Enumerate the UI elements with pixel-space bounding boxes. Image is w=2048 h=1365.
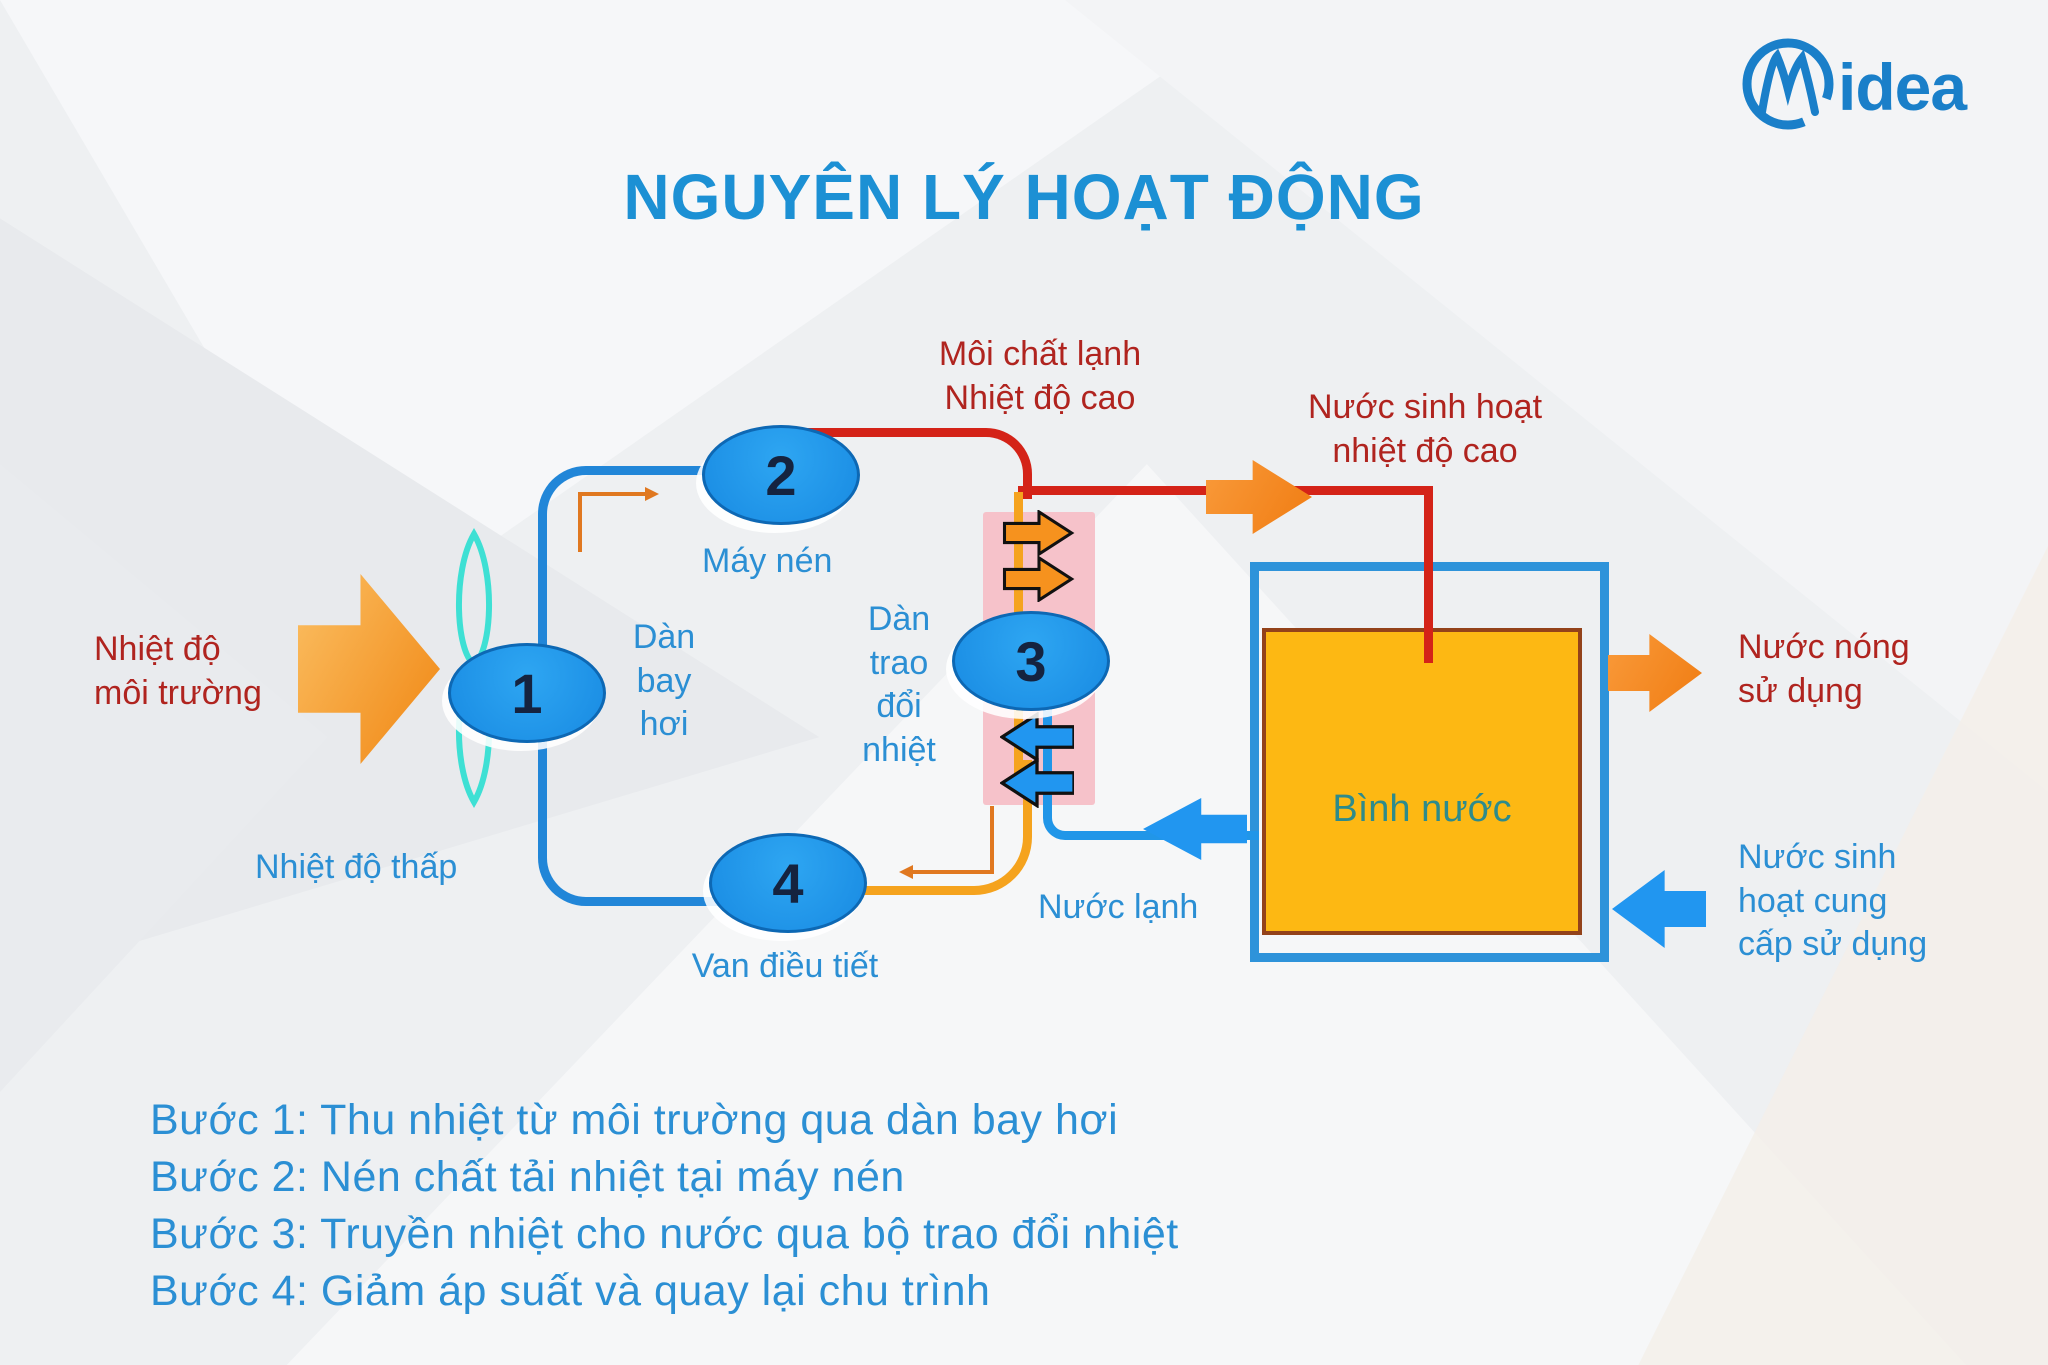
water-tank-label: Bình nước xyxy=(1332,788,1512,830)
label-domestic-water-high-temp: Nước sinh hoạt nhiệt độ cao xyxy=(1307,388,1543,470)
exchanger-hot-arrow-icon xyxy=(1002,510,1075,556)
water-tank-inner xyxy=(1262,628,1582,935)
flow-direction-up-right-icon xyxy=(578,487,659,552)
label-hot-water-use: Nước nóng sử dụng xyxy=(1738,628,1910,710)
label-refrigerant-high-temp: Môi chất lạnh Nhiệt độ cao xyxy=(938,335,1142,417)
step-item: Bước 2: Nén chất tải nhiệt tại máy nén xyxy=(150,1153,905,1201)
step-item: Bước 1: Thu nhiệt từ môi trường qua dàn … xyxy=(150,1096,1119,1144)
logo-m-glyph xyxy=(1758,48,1819,116)
label-ambient-temperature: Nhiệt độ môi trường xyxy=(94,630,262,712)
label-domestic-water-supply: Nước sinh hoạt cung cấp sử dụng xyxy=(1738,838,1928,964)
step-item: Bước 4: Giảm áp suất và quay lại chu trì… xyxy=(150,1267,991,1315)
midea-logo: idea xyxy=(1738,30,2028,140)
node-3-number: 3 xyxy=(1015,629,1047,693)
node-4-valve: 4 xyxy=(709,833,867,933)
pipe-compressor-to-exchanger xyxy=(778,428,1032,499)
step-item: Bước 3: Truyền nhiệt cho nước qua bộ tra… xyxy=(150,1210,1179,1258)
label-expansion-valve: Van điều tiết xyxy=(691,947,879,985)
node-3-heat-exchanger: 3 xyxy=(952,611,1110,711)
node-1-number: 1 xyxy=(511,661,543,725)
label-compressor: Máy nén xyxy=(702,542,833,580)
label-low-temperature: Nhiệt độ thấp xyxy=(255,848,458,886)
flow-direction-down-left-icon xyxy=(899,806,994,879)
midea-logo-icon: idea xyxy=(1742,38,1969,130)
exchanger-hot-arrow-icon xyxy=(1002,556,1075,602)
page-title: NGUYÊN LÝ HOẠT ĐỘNG xyxy=(623,161,1425,233)
exchanger-cold-arrow-icon xyxy=(1000,758,1074,808)
hot-water-out-arrow-icon xyxy=(1608,634,1702,712)
node-4-number: 4 xyxy=(772,851,804,915)
node-1-evaporator: 1 xyxy=(448,643,606,743)
supply-water-arrow-icon xyxy=(1612,870,1706,948)
node-2-number: 2 xyxy=(765,443,797,507)
node-2-compressor: 2 xyxy=(702,425,860,525)
steps-list: Bước 1: Thu nhiệt từ môi trường qua dàn … xyxy=(150,1092,1650,1320)
label-evaporator: Dàn bay hơi xyxy=(632,618,696,744)
logo-circle xyxy=(1742,38,1834,130)
logo-text: idea xyxy=(1838,50,1968,124)
label-heat-exchanger: Dàn trao đổi nhiệt xyxy=(862,600,936,769)
label-cold-water: Nước lạnh xyxy=(1038,888,1199,926)
pipe-exchanger-to-valve xyxy=(772,760,1032,895)
exchanger-cold-arrow-icon xyxy=(1000,712,1074,762)
pipe-cold-water-from-tank xyxy=(1043,700,1259,840)
